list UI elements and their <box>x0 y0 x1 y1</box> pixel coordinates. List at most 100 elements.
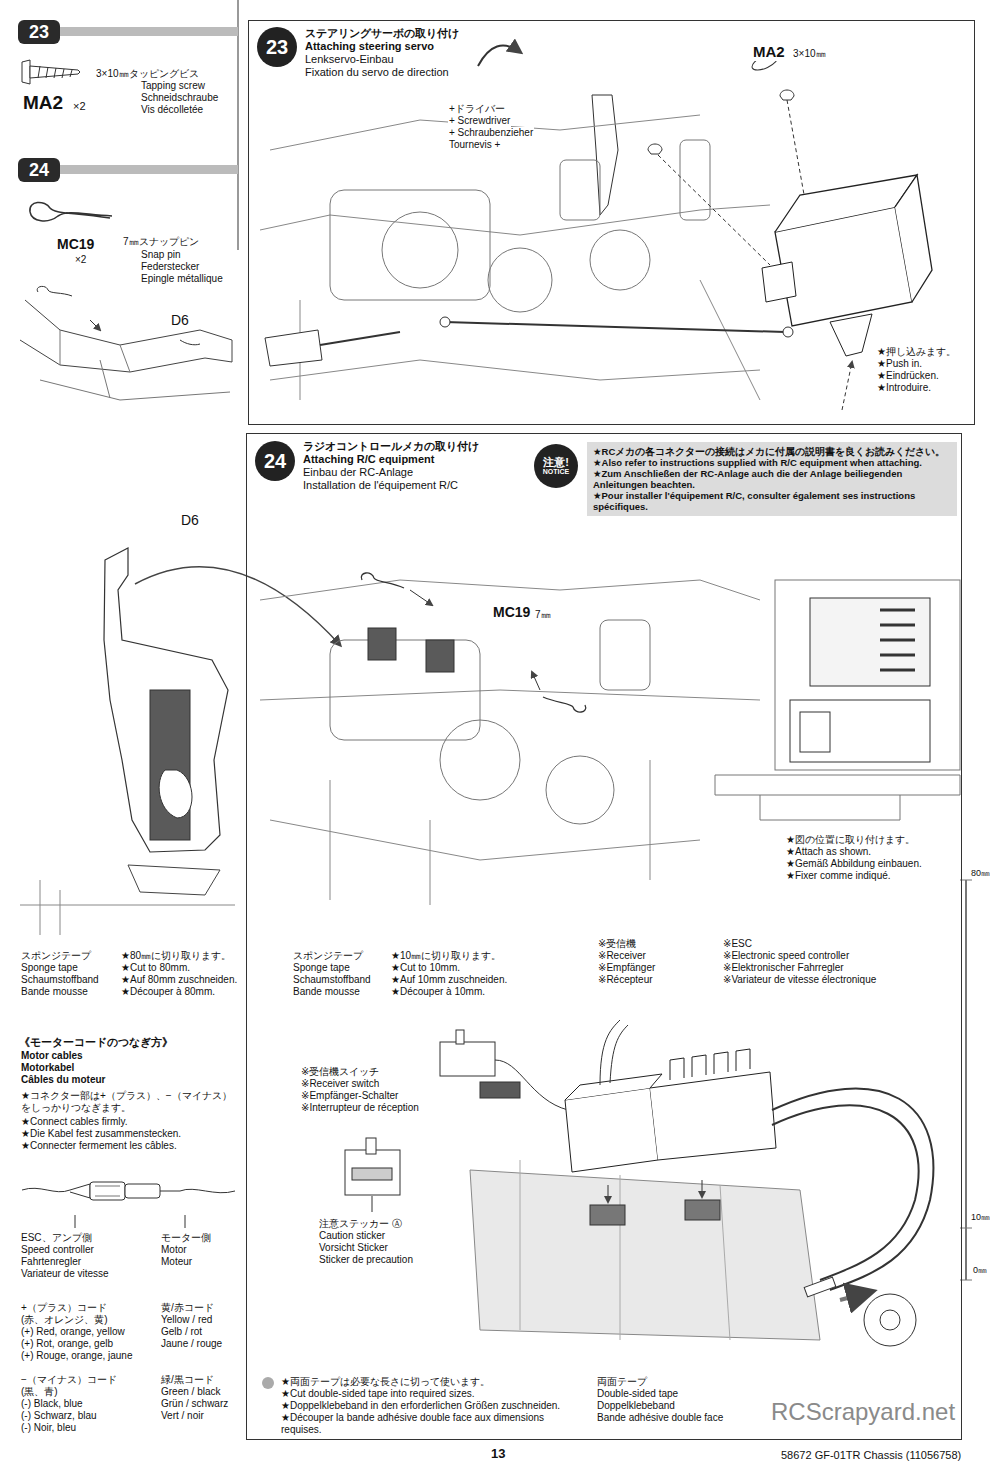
part-name: Bande adhésive double face <box>596 1412 724 1424</box>
part-name: Caution sticker <box>318 1230 386 1242</box>
illustration-line <box>135 567 340 645</box>
step-number: 24 <box>29 160 49 181</box>
part-name: Doppelklebeband <box>596 1400 676 1412</box>
cable-color: Grün / schwarz <box>160 1398 229 1410</box>
part-name: スポンジテープ <box>292 950 364 962</box>
cable-color: Jaune / rouge <box>160 1338 223 1350</box>
illustration-line <box>90 320 100 330</box>
instruction: ★Auf 10mm zuschneiden. <box>390 974 508 986</box>
illustration-line <box>20 880 235 935</box>
illustration-line <box>600 1020 628 1085</box>
illustration-line <box>95 1186 120 1196</box>
illustration-line <box>440 720 520 800</box>
illustration-line <box>670 1049 750 1080</box>
part-name: Snap pin <box>140 249 181 261</box>
instruction: ★Découper à 80mm. <box>120 986 216 998</box>
illustration-line <box>270 280 760 400</box>
illustration-line <box>565 1074 662 1100</box>
illustration-line <box>159 770 192 818</box>
illustration-line <box>352 1168 392 1180</box>
step-panel: ステアリングサーボの取り付けAttaching steering servoLe… <box>248 20 975 425</box>
part-code: D6 <box>180 512 200 528</box>
illustration-line <box>22 60 30 84</box>
illustration-line <box>790 700 930 762</box>
illustration-line <box>780 90 794 100</box>
illustration-line <box>800 712 830 752</box>
illustration-line <box>480 1082 520 1098</box>
illustration-line <box>762 262 796 302</box>
instruction: ★80㎜に切り取ります。 <box>120 950 232 962</box>
notice-line: ★Also refer to instructions supplied wit… <box>593 457 951 468</box>
notice-line: ★Pour installer l'équipement R/C, consul… <box>593 490 951 512</box>
cable-color: (赤、オレンジ、黄) <box>20 1314 109 1326</box>
part-name: ※Receiver <box>597 950 647 962</box>
illustration-line <box>470 1170 820 1340</box>
dimension: 10㎜ <box>970 1212 991 1222</box>
cable-color: (+) Red, orange, yellow <box>20 1326 126 1338</box>
cable-color: +（プラス）コード <box>20 1302 108 1314</box>
illustration-line <box>648 144 662 154</box>
illustration-line <box>775 175 917 232</box>
illustration-line <box>58 27 238 36</box>
cable-color: (黒、青) <box>20 1386 59 1398</box>
cable-color: Green / black <box>160 1386 221 1398</box>
part-name: ※受信機スイッチ <box>300 1066 380 1078</box>
cable-side: Moteur <box>160 1256 193 1268</box>
instruction: ★Découper à 10mm. <box>390 986 486 998</box>
part-name: ※Récepteur <box>597 974 654 986</box>
part-name: ※Receiver switch <box>300 1078 380 1090</box>
illustration-line <box>361 573 404 588</box>
illustration-line <box>38 66 72 78</box>
section-title: 《モーターコードのつなぎ方》 <box>18 1036 174 1049</box>
note: ★Doppelklebeband in den erforderlichen G… <box>280 1400 582 1412</box>
cable-side: Motor <box>160 1244 188 1256</box>
instruction: ★Eindrücken. <box>876 370 940 382</box>
illustration-line <box>965 880 967 1280</box>
step-badge: 23 <box>18 20 60 44</box>
section-title: Câbles du moteur <box>20 1074 106 1086</box>
illustration-line <box>840 1292 870 1300</box>
section-title: Motorkabel <box>20 1062 75 1074</box>
instruction: ★Auf 80mm zuschneiden. <box>120 974 238 986</box>
cable-color: (+) Rot, orange, gelb <box>20 1338 114 1350</box>
illustration-line <box>37 286 72 296</box>
illustration-line <box>30 66 80 78</box>
illustration-line <box>440 1042 495 1076</box>
part-name: Epingle métallique <box>140 273 224 285</box>
tool-name: + Schraubenzieher <box>448 127 534 139</box>
cable-side: モーター側 <box>160 1232 212 1244</box>
notice-line: ★RCメカの各コネクターの接続はメカに付属の説明書を良くお読みください。 <box>593 446 951 457</box>
illustration-line <box>478 46 520 66</box>
instruction: ★コネクター部は+（プラス）、−（マイナス）をしっかりつなぎます。 <box>20 1090 237 1114</box>
instruction: ★Attach as shown. <box>785 846 872 858</box>
cable-color: (+) Rouge, orange, jaune <box>20 1350 133 1362</box>
illustration-line <box>772 1105 919 1280</box>
instruction: ★Introduire. <box>876 382 932 394</box>
step-panel: ラジオコントロールメカの取り付けAttaching R/C equipmentE… <box>246 433 962 1440</box>
illustration-line <box>22 1184 90 1198</box>
illustration-line <box>40 330 230 400</box>
part-name: ※Electronic speed controller <box>722 950 850 962</box>
parts-column <box>20 0 340 935</box>
rc-equipment-illustration <box>260 573 972 1389</box>
part-name: ※ESC <box>722 938 753 950</box>
illustration-line <box>265 330 322 366</box>
part-name: Bande mousse <box>292 986 361 998</box>
step-title: Fixation du servo de direction <box>305 66 966 79</box>
illustration-line <box>345 1150 400 1195</box>
illustration-line <box>160 1189 235 1192</box>
illustration-line <box>560 160 600 220</box>
step-title: Lenkservo-Einbau <box>305 53 966 66</box>
part-name: Schaumstoffband <box>20 974 100 986</box>
illustration-line <box>715 775 960 820</box>
illustration-line <box>75 1215 76 1228</box>
illustration-line <box>104 548 228 852</box>
illustration-line <box>440 317 450 327</box>
cable-color: 緑/黒コード <box>160 1374 215 1386</box>
illustration-line <box>426 640 454 672</box>
part-code: D6 <box>170 312 190 328</box>
illustration-line <box>864 1294 916 1346</box>
part-name: Tapping screw <box>140 80 206 92</box>
step-number: 23 <box>266 36 288 59</box>
